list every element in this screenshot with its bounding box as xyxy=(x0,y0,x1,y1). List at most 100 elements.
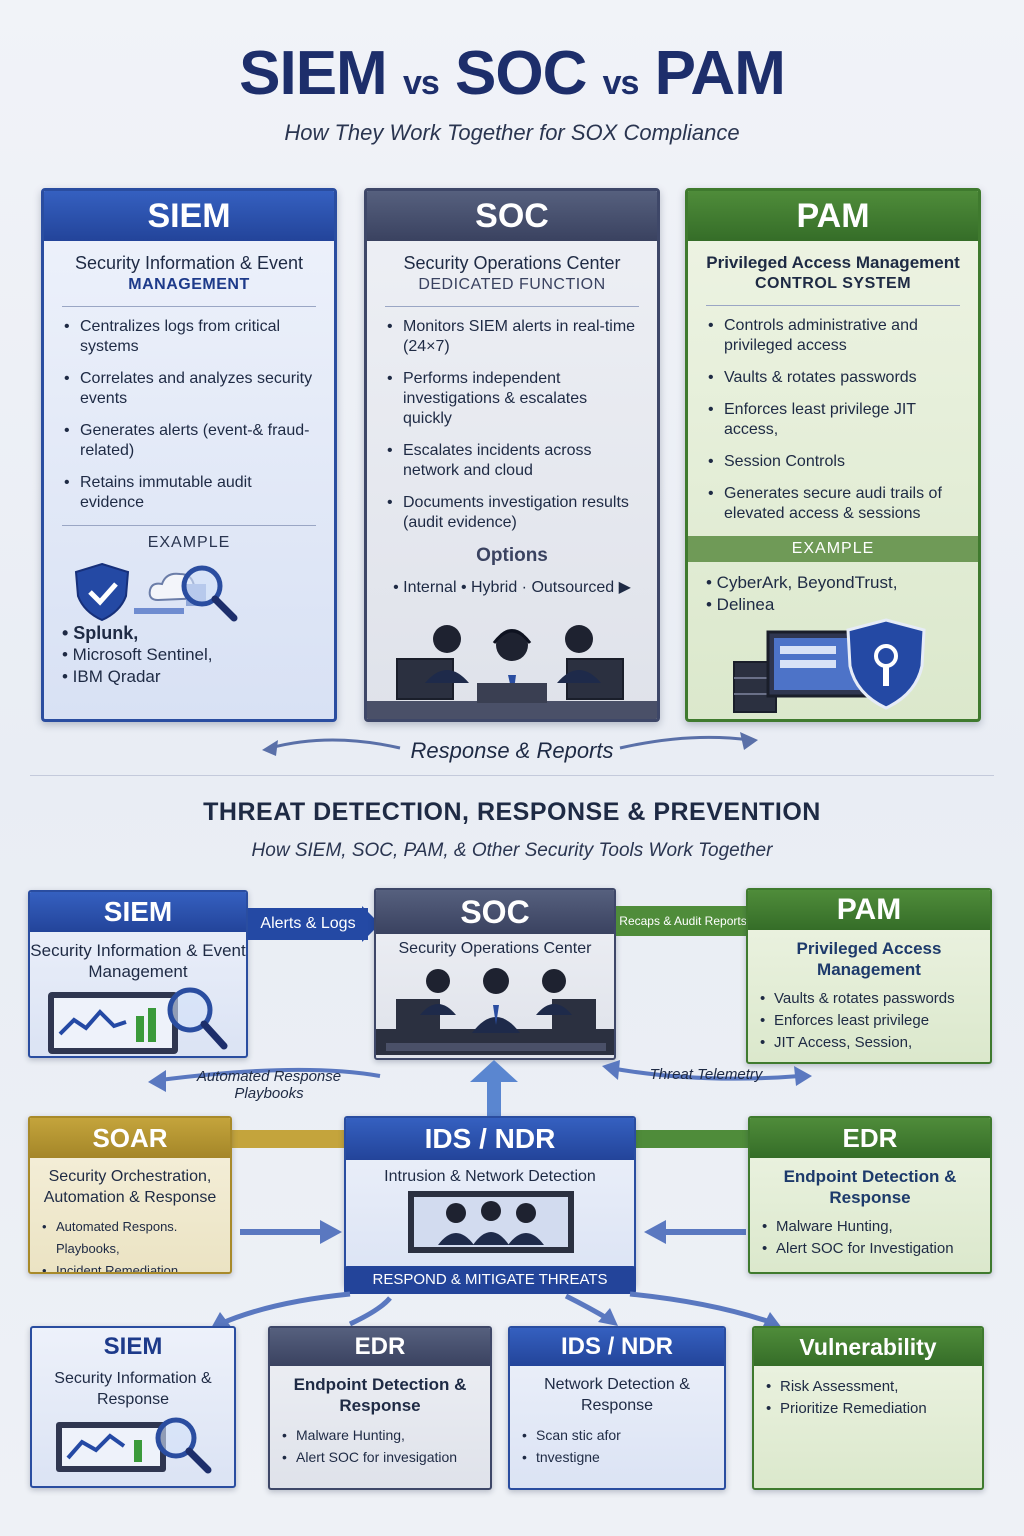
siem-bottom-subtitle: Security Information & Response xyxy=(54,1370,212,1408)
list-item: Vaults & rotates passwords xyxy=(706,368,960,388)
soc-operators-illustration xyxy=(367,605,657,719)
title-pam: PAM xyxy=(654,39,786,108)
siem-examples: • Splunk, • Microsoft Sentinel, • IBM Qr… xyxy=(62,622,316,688)
pam-vault-illustration xyxy=(706,616,960,716)
list-item: Risk Assessment, xyxy=(766,1376,970,1398)
ids-ndr-bottom-bullets: Scan stic afor tnvestigne xyxy=(510,1424,724,1468)
soar-box: SOAR Security Orchestration, Automation … xyxy=(28,1116,232,1274)
page-title: SIEM vs SOC vs PAM xyxy=(0,38,1024,109)
siem-panel-subtitle-2: MANAGEMENT xyxy=(128,276,250,293)
list-item: Correlates and analyzes security events xyxy=(62,369,316,409)
flow-arrows xyxy=(210,1291,782,1330)
edr-bottom-bullets: Malware Hunting, Alert SOC for invesigat… xyxy=(270,1424,490,1468)
list-item: Retains immutable audit evidence xyxy=(62,473,316,513)
recaps-reports-tag: Recaps & Audit Reports xyxy=(616,906,750,936)
ids-ndr-box-subtitle: Intrusion & Network Detection xyxy=(384,1168,596,1185)
example-item: • IBM Qradar xyxy=(62,667,161,686)
divider xyxy=(62,306,316,307)
soc-panel: SOC Security Operations Center DEDICATED… xyxy=(364,188,660,722)
edr-bottom-box: EDR Endpoint Detection & Response Malwar… xyxy=(268,1326,492,1490)
arrow-right-icon xyxy=(362,906,380,942)
shield-cloud-search-icon xyxy=(74,562,238,622)
pam-panel-title: PAM xyxy=(688,191,978,241)
threat-telemetry-label: Threat Telemetry xyxy=(649,1066,763,1083)
list-item: Session Controls xyxy=(706,452,960,472)
list-item: Incident Remediation xyxy=(42,1260,218,1272)
automated-response-label: Automated Response Playbooks xyxy=(196,1068,342,1102)
edr-box-title: EDR xyxy=(750,1118,990,1158)
vault-shield-icon xyxy=(733,618,926,713)
divider xyxy=(62,525,316,526)
pam-box-subtitle: Privileged Access Management xyxy=(796,939,942,979)
example-item: • Splunk, xyxy=(62,623,139,643)
pam-panel-subtitle-2: CONTROL SYSTEM xyxy=(754,275,912,292)
pam-box-bullets: Vaults & rotates passwords Enforces leas… xyxy=(748,988,990,1054)
list-item: Generates secure audi trails of elevated… xyxy=(706,484,960,524)
siem-box: SIEM Security Information & Event Manage… xyxy=(28,890,248,1058)
edr-bottom-subtitle: Endpoint Detection & Response xyxy=(293,1375,467,1415)
list-item: Prioritize Remediation xyxy=(766,1398,970,1420)
list-item: Centralizes logs from critical systems xyxy=(62,317,316,357)
divider xyxy=(706,305,960,306)
pam-examples: • CyberArk, BeyondTrust, • Delinea xyxy=(706,572,960,616)
example-label: EXAMPLE xyxy=(147,534,231,551)
pam-box: PAM Privileged Access Management Vaults … xyxy=(746,888,992,1064)
siem-panel-subtitle: Security Information & Event xyxy=(74,253,304,273)
list-item: Controls administrative and privileged a… xyxy=(706,316,960,356)
siem-panel: SIEM Security Information & Event MANAGE… xyxy=(41,188,337,722)
list-item: Generates alerts (event-& fraud-related) xyxy=(62,421,316,461)
list-item: Performs independent investigations & es… xyxy=(385,369,639,429)
vulnerability-title: Vulnerability xyxy=(754,1328,982,1366)
ids-ndr-bottom-box: IDS / NDR Network Detection & Response S… xyxy=(508,1326,726,1490)
analysts-screen-icon xyxy=(408,1191,574,1253)
title-vs: vs xyxy=(402,64,440,102)
list-item: Alert SOC for Investigation xyxy=(762,1238,978,1260)
list-item: Malware Hunting, xyxy=(762,1216,978,1238)
options-list: • Internal • Hybrid · Outsourced ▶ xyxy=(393,579,631,596)
vulnerability-box: Vulnerability Risk Assessment, Prioritiz… xyxy=(752,1326,984,1490)
dashboard-search-icon xyxy=(48,987,228,1054)
soc-box-subtitle: Security Operations Center xyxy=(398,940,592,957)
analysts-icon xyxy=(376,968,614,1055)
soc-box: SOC Security Operations Center xyxy=(374,888,616,1060)
soc-box-title: SOC xyxy=(376,890,614,934)
soc-bullets: Monitors SIEM alerts in real-time (24×7)… xyxy=(385,317,639,533)
ids-ndr-bottom-title: IDS / NDR xyxy=(510,1328,724,1366)
page-subtitle: How They Work Together for SOX Complianc… xyxy=(284,120,740,145)
list-item: JIT Access, Session, xyxy=(760,1032,978,1054)
soar-box-subtitle: Security Orchestration, Automation & Res… xyxy=(43,1168,217,1206)
alerts-logs-tag: Alerts & Logs xyxy=(248,908,368,940)
example-item: • CyberArk, BeyondTrust, xyxy=(706,573,898,592)
arrow-right-icon xyxy=(240,1220,342,1244)
title-vs: vs xyxy=(602,64,640,102)
soar-box-title: SOAR xyxy=(30,1118,230,1158)
section-divider xyxy=(30,775,994,776)
title-siem: SIEM xyxy=(239,39,388,108)
response-reports-label: Response & Reports xyxy=(410,738,614,763)
soar-bullets: Automated Respons. Playbooks, Incident R… xyxy=(30,1216,230,1272)
edr-box: EDR Endpoint Detection & Response Malwar… xyxy=(748,1116,992,1274)
list-item: Automated Respons. Playbooks, xyxy=(42,1216,218,1260)
list-item: Malware Hunting, xyxy=(282,1424,478,1446)
siem-box-title: SIEM xyxy=(30,892,246,932)
siem-bottom-box: SIEM Security Information & Response xyxy=(30,1326,236,1488)
edr-bottom-title: EDR xyxy=(270,1328,490,1366)
siem-panel-title: SIEM xyxy=(44,191,334,241)
siem-bottom-title: SIEM xyxy=(103,1333,163,1360)
example-label: EXAMPLE xyxy=(688,536,978,562)
section-title: THREAT DETECTION, RESPONSE & PREVENTION xyxy=(203,798,821,826)
list-item: Alert SOC for invesigation xyxy=(282,1446,478,1468)
options-title: Options xyxy=(476,545,548,566)
siem-example-illustration xyxy=(62,560,316,622)
siem-bullets: Centralizes logs from critical systems C… xyxy=(62,317,316,513)
divider xyxy=(385,306,639,307)
example-item: • Microsoft Sentinel, xyxy=(62,645,213,664)
section-subtitle: How SIEM, SOC, PAM, & Other Security Too… xyxy=(251,840,773,861)
pam-bullets: Controls administrative and privileged a… xyxy=(706,316,960,524)
list-item: Documents investigation results (audit e… xyxy=(385,493,639,533)
vulnerability-bullets: Risk Assessment, Prioritize Remediation xyxy=(754,1376,982,1420)
soc-panel-subtitle-2: DEDICATED FUNCTION xyxy=(418,276,606,293)
connector-bar xyxy=(634,1130,754,1148)
ids-ndr-box-title: IDS / NDR xyxy=(346,1118,634,1160)
list-item: Enforces least privilege JIT access, xyxy=(706,400,960,440)
